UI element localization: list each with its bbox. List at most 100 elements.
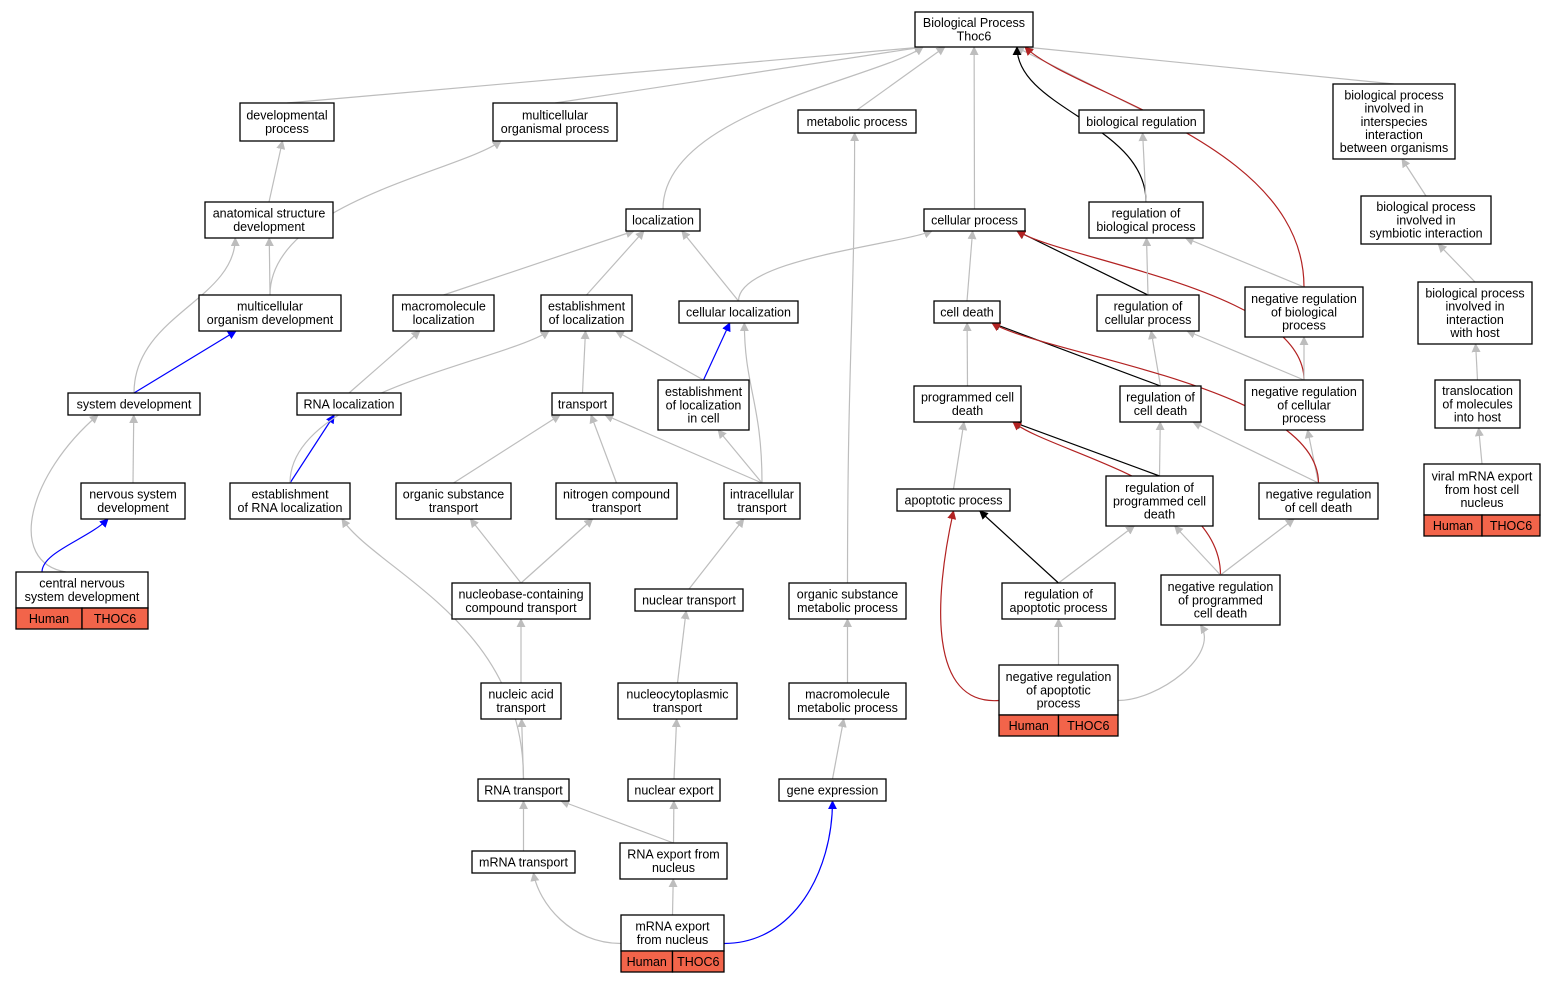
node-box [239,102,335,142]
node-rnatrans[interactable]: RNA transport [477,778,570,802]
edge-arrow [671,718,681,780]
node-label-line: regulation of [1126,391,1195,405]
edge-arrow [1058,525,1135,584]
node-label-line: negative regulation [1006,670,1112,684]
node-label-line: mRNA transport [479,855,568,869]
edge-arrow [1220,518,1295,576]
node-label-line: nuclear export [634,783,714,797]
node-cellproc[interactable]: cellular process [923,208,1026,232]
node-box [797,109,917,134]
node-label-line: intracellular [730,488,794,502]
edge-nucexport-to-nucyto [671,718,681,780]
edge-transport-to-estloc [580,330,590,394]
edge-negregapop-to-apop [940,510,1000,702]
node-localiz[interactable]: localization [625,208,701,232]
node-box [723,482,801,520]
node-geneexpr[interactable]: gene expression [778,778,887,802]
node-label-line: metabolic process [797,601,898,615]
node-cellloc[interactable]: cellular localization [678,300,799,324]
edge-arrow [1138,132,1148,203]
edge-arrow [580,330,590,394]
node-label-line: interspecies [1361,115,1428,129]
species-tag-cell [81,607,149,630]
node-bioreg[interactable]: biological regulation [1078,109,1205,134]
edge-regpcd-to-progdeath [1012,420,1160,477]
edge-intratrans-to-estloccell [717,429,763,484]
node-apop[interactable]: apoptotic process [896,488,1011,512]
edge-regcd-to-celldeath [991,321,1161,387]
edge-cellloc-to-cellproc [737,229,933,302]
node-label-line: death [952,404,983,418]
node-nuctrans[interactable]: nuclear transport [634,588,744,612]
node-sysdev[interactable]: system development [67,392,201,416]
species-tag-cell [671,950,725,973]
edge-arrow [702,322,731,381]
edge-arrow [676,610,690,684]
node-rnaloc[interactable]: RNA localization [296,392,402,416]
edge-negregpcd-to-regpcd [1174,525,1221,576]
node-transport[interactable]: transport [551,392,614,416]
node-metab[interactable]: metabolic process [797,109,917,134]
node-label-line: multicellular [237,300,303,314]
edge-rnaexport-to-rnatrans [560,799,674,844]
node-nucexport[interactable]: nuclear export [627,778,721,802]
node-label-line: biological process [1425,287,1524,301]
edge-transhost-to-intwithhost [1471,343,1481,381]
node-box [451,582,591,620]
node-celldeath[interactable]: cell death [933,300,1001,324]
node-label-line: establishment [251,488,329,502]
node-label-line: biological regulation [1086,115,1197,129]
node-box [204,201,334,239]
node-label-line: of RNA localization [238,501,343,515]
species-tag-label: Human [29,612,69,626]
node-label-line: cell death [1194,607,1248,621]
edge-arrow [1474,427,1484,465]
node-label-line: involved in [1445,300,1504,314]
edge-arrow [856,46,946,111]
node-label-line: translocation [1442,384,1513,398]
node-mrnatrans[interactable]: mRNA transport [471,850,576,874]
node-label-line: from nucleus [637,933,709,947]
node-label-line: Thoc6 [957,29,992,43]
node-label-line: cellular process [1105,313,1192,327]
node-label-line: RNA export from [627,848,719,862]
